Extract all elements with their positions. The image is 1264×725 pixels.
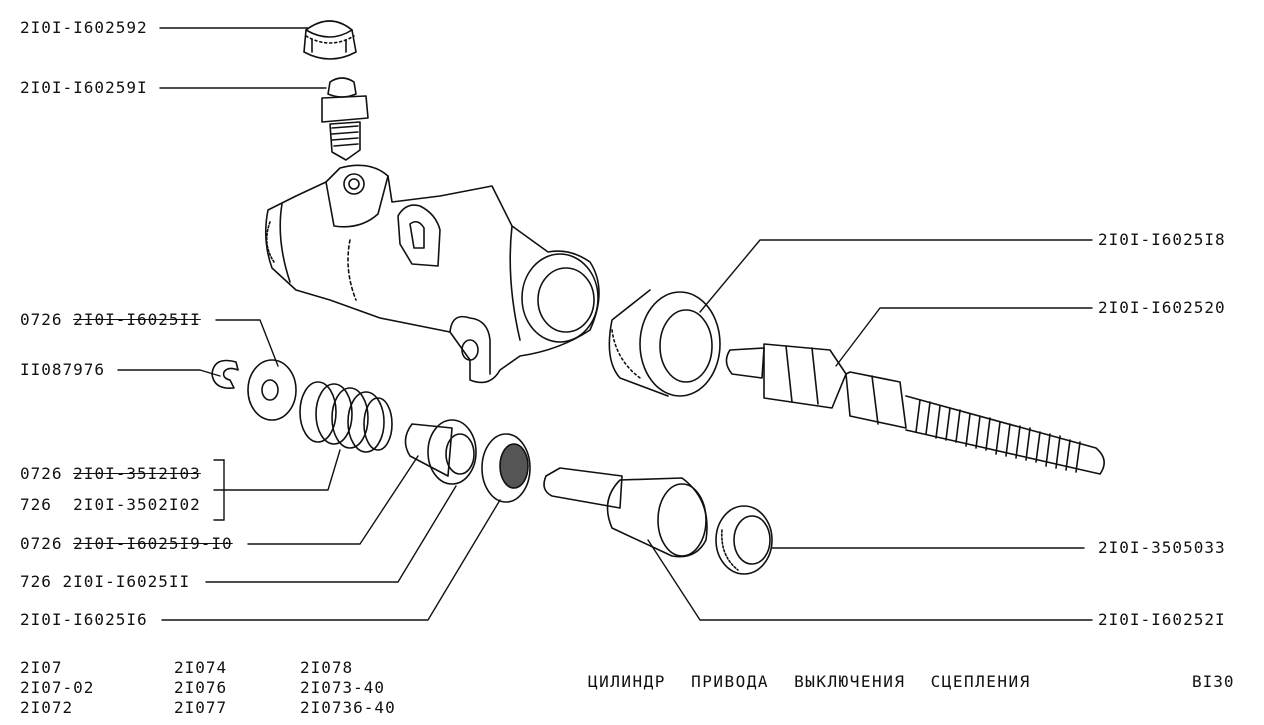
cup-seal — [715, 505, 773, 575]
sheet-number: BI30 — [1192, 672, 1235, 691]
label-bleeder-cap: 2I0I-I602592 — [20, 18, 148, 37]
piston — [543, 467, 708, 558]
retaining-ring — [211, 359, 239, 390]
label-spring-b-part: 2I0I-3502I02 — [73, 495, 201, 514]
models-col3: 2I078 2I073-40 2I0736-40 — [300, 658, 396, 718]
label-spring-b-prefix: 726 — [20, 495, 52, 514]
label-piston-washer: 726 2I0I-I6025II — [20, 572, 191, 591]
label-bleeder-valve: 2I0I-I60259I — [20, 78, 148, 97]
diagram-title: ЦИЛИНДР ПРИВОДА ВЫКЛЮЧЕНИЯ СЦЕПЛЕНИЯ — [588, 672, 1031, 691]
label-spacer: 0726 2I0I-I6025I9-I0 — [20, 535, 233, 553]
piston-seal — [481, 433, 531, 503]
models-col2: 2I074 2I076 2I077 — [174, 658, 227, 718]
model-item: 2I078 — [300, 658, 354, 677]
washer — [247, 359, 297, 421]
model-item: 2I072 — [20, 698, 74, 717]
label-piston-seal: 2I0I-I6025I6 — [20, 610, 148, 629]
label-spacer-prefix: 0726 — [20, 534, 63, 553]
protective-boot — [608, 289, 721, 397]
label-spacer-part: 2I0I-I6025I9-I0 — [73, 534, 233, 553]
return-spring — [299, 381, 393, 453]
model-item: 2I073-40 — [300, 678, 386, 697]
bleeder-cap — [303, 20, 357, 60]
model-item: 2I07 — [20, 658, 63, 677]
label-cup-seal: 2I0I-3505033 — [1098, 538, 1226, 557]
bleeder-valve — [321, 77, 369, 161]
model-item: 2I074 — [174, 658, 228, 677]
model-item: 2I076 — [174, 678, 228, 697]
label-spring-a-prefix: 0726 — [20, 464, 63, 483]
label-piston: 2I0I-I60252I — [1098, 610, 1226, 629]
push-rod — [725, 343, 1105, 475]
model-item: 2I0736-40 — [300, 698, 396, 717]
label-retaining-ring: II087976 — [20, 360, 106, 379]
model-item: 2I07-02 — [20, 678, 95, 697]
models-col1: 2I07 2I07-02 2I072 — [20, 658, 94, 718]
label-washer-part: 2I0I-I6025II — [73, 310, 201, 329]
label-boot: 2I0I-I6025I8 — [1098, 230, 1226, 249]
label-spring-a-part: 2I0I-35I2I03 — [73, 464, 201, 483]
label-push-rod: 2I0I-I602520 — [1098, 298, 1226, 317]
leader-lines — [117, 27, 1093, 621]
model-item: 2I077 — [174, 698, 228, 717]
label-spring-a: 0726 2I0I-35I2I03 — [20, 465, 201, 483]
label-spring-b: 726 2I0I-3502I02 — [20, 496, 201, 514]
cylinder-body — [264, 164, 600, 384]
piston-spacer — [404, 419, 477, 485]
label-washer: 0726 2I0I-I6025II — [20, 311, 201, 329]
label-washer-prefix: 0726 — [20, 310, 63, 329]
